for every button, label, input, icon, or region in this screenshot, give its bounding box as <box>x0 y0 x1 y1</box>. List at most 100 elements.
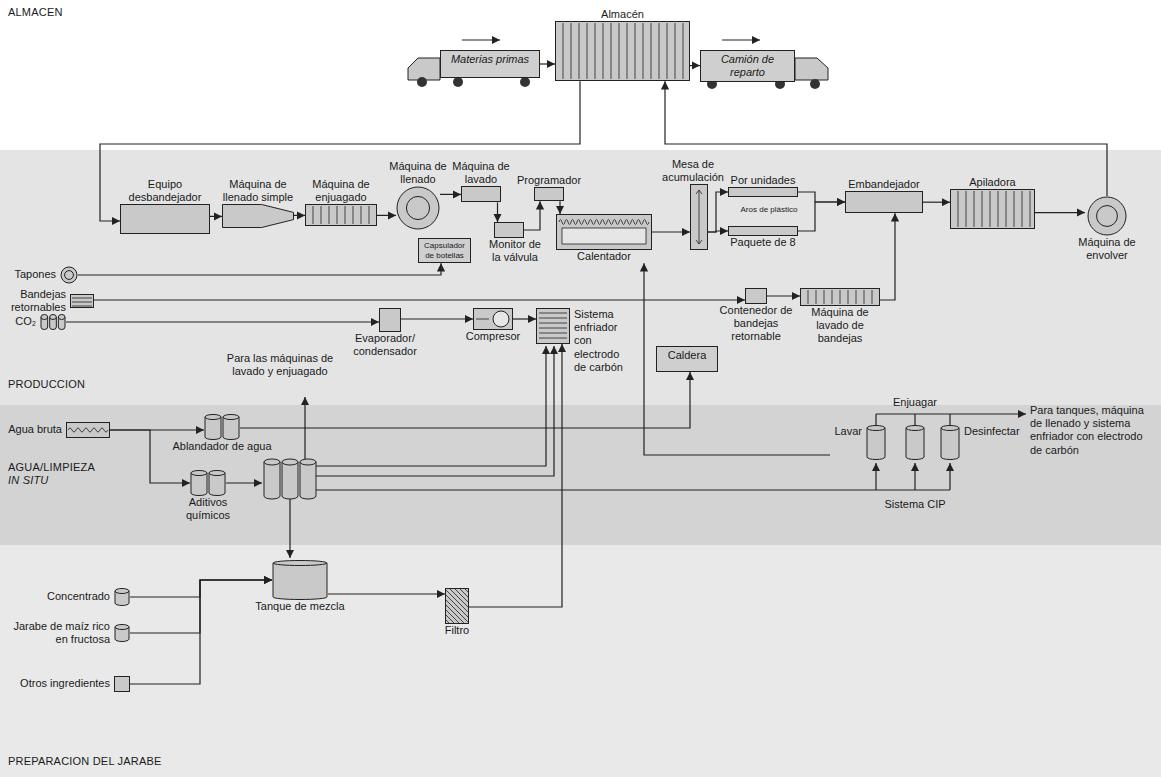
flow-connector <box>540 63 555 64</box>
node-label: Máquina de llenado <box>388 160 448 186</box>
process-node: Mesa de acumulación <box>660 158 726 250</box>
process-node: Otros ingredientes <box>8 676 130 692</box>
node-label: IN SITU <box>8 474 95 487</box>
process-node: Contenedor de bandejas retornable <box>718 288 794 344</box>
flow-connector <box>66 321 379 322</box>
node-label: Equipo desbandejador <box>120 178 210 204</box>
flow-connector <box>110 430 190 483</box>
flow-connector <box>130 580 272 684</box>
machine-icon <box>222 204 294 228</box>
process-node: Aditivos químicos <box>172 470 244 522</box>
flow-connector <box>130 580 272 633</box>
machine-icon <box>190 470 226 496</box>
process-node: Concentrado <box>28 588 130 606</box>
node-label: Tapones <box>6 268 56 281</box>
machine-icon <box>379 308 401 332</box>
node-label: PRODUCCION <box>8 378 85 391</box>
process-node: Máquina de llenado simple <box>222 178 294 228</box>
machine-icon <box>556 214 652 250</box>
flow-connector <box>798 202 845 231</box>
process-node: Paquete de 8 <box>728 226 798 249</box>
flow-connector <box>708 231 728 232</box>
process-node: Evaporador/ condensador <box>340 308 430 358</box>
node-label: Almacén <box>555 8 690 21</box>
node-label: Evaporador/ condensador <box>340 332 430 358</box>
process-node: Materias primas <box>440 50 540 78</box>
node-label: Por unidades <box>728 174 798 187</box>
process-node: Máquina de lavado de bandejas <box>800 288 880 346</box>
flow-connector <box>294 215 305 216</box>
process-node: CO₂ <box>6 314 66 330</box>
machine-icon <box>728 187 798 197</box>
machine-icon <box>66 422 110 438</box>
node-label: Caldera <box>660 349 714 362</box>
flow-connector <box>690 65 700 66</box>
node-label: Apiladora <box>950 176 1035 189</box>
note-label: Sistema CIP <box>875 498 955 511</box>
process-node: Filtro <box>432 588 482 637</box>
machine-icon <box>536 308 570 344</box>
machine-icon <box>494 222 524 238</box>
flow-connector <box>1035 212 1085 213</box>
process-node: Capsulador de botellas <box>418 238 471 263</box>
flow-connector <box>497 202 498 222</box>
node-label: Enjuagar <box>890 396 940 409</box>
machine-icon <box>950 189 1035 229</box>
flow-connector <box>240 372 690 428</box>
process-node: Caldera <box>656 346 718 372</box>
truck-cab <box>408 58 828 80</box>
process-node: Tanque de mezcla <box>250 560 350 613</box>
node-label: Monitor de la válvula <box>484 238 546 264</box>
process-node: Compresor <box>462 308 524 343</box>
flow-connector <box>469 344 562 607</box>
process-node: Bandejas retornables <box>4 288 94 314</box>
node-label: Camión de reparto <box>704 53 791 79</box>
flow-connector <box>559 201 560 214</box>
machine-icon <box>114 676 130 692</box>
node-label: PREPARACION DEL JARABE <box>8 755 162 768</box>
process-node: Enjuagar <box>890 396 940 460</box>
machine-icon <box>305 204 377 226</box>
machine-icon <box>396 186 440 230</box>
node-label: Contenedor de bandejas retornable <box>718 304 794 344</box>
flow-connector <box>401 318 473 319</box>
node-label: Filtro <box>432 624 482 637</box>
flow-connector <box>665 81 1107 196</box>
node-label: Máquina de llenado simple <box>222 178 294 204</box>
machine-icon <box>70 294 94 308</box>
process-node: Camión de reparto <box>700 50 795 82</box>
machine-icon <box>473 308 513 330</box>
flow-connector <box>440 194 461 195</box>
process-node: Máquina de envolver <box>1060 196 1154 262</box>
node-label: Máquina de envolver <box>1060 236 1154 262</box>
node-label: Desinfectar <box>964 425 1026 438</box>
machine-icon <box>461 186 501 202</box>
node-label: Materias primas <box>444 53 536 66</box>
flow-connector <box>767 295 800 296</box>
process-node: Desinfectar <box>940 425 1026 460</box>
process-node: Almacén <box>555 8 690 81</box>
node-label: Sistema enfriador con electrodo de carbó… <box>574 308 634 374</box>
node-label: CO₂ <box>6 315 36 328</box>
note-label: Para las máquinas de lavado y enjuagado <box>225 352 335 378</box>
node-label: Máquina de lavado <box>452 160 510 186</box>
note-label: Para tanques, máquina de llenado y siste… <box>1030 404 1154 457</box>
process-node: Máquina de enjuagado <box>305 178 377 226</box>
node-label: Embandejador <box>845 178 923 191</box>
zone-band: PREPARACION DEL JARABEConcentradoJarabe … <box>0 545 1161 777</box>
process-node: Monitor de la válvula <box>484 222 546 264</box>
direction-arrow <box>462 39 760 40</box>
machine-icon <box>445 588 469 624</box>
node-label: Bandejas retornables <box>4 288 66 314</box>
zone-band: AGUA/LIMPIEZAIN SITUAgua brutaAblandador… <box>0 405 1161 545</box>
node-label: Otros ingredientes <box>8 677 110 690</box>
machine-icon <box>940 425 960 460</box>
process-node: Tapones <box>6 266 78 284</box>
node-label: Capsulador de botellas <box>422 241 467 260</box>
flow-connector <box>130 580 272 597</box>
node-label: Tanque de mezcla <box>250 600 350 613</box>
node-label: Compresor <box>462 330 524 343</box>
machine-icon <box>745 288 767 304</box>
machine-icon <box>690 184 708 250</box>
